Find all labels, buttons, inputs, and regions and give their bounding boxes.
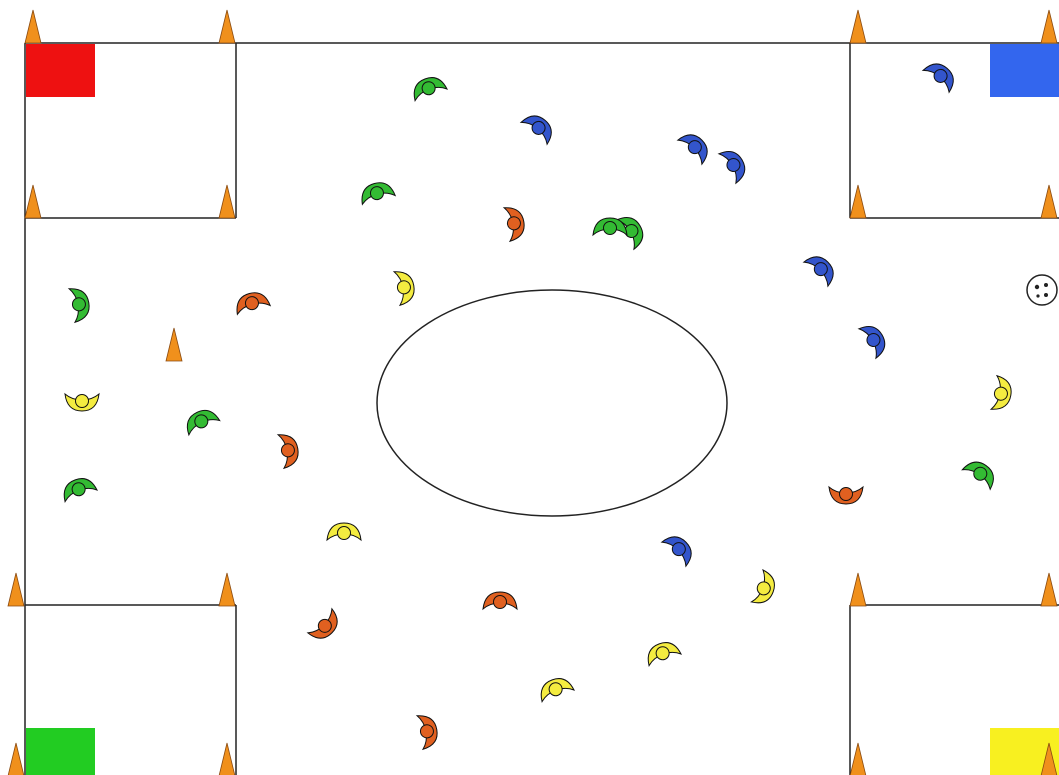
soccer-ball-icon xyxy=(1027,275,1057,305)
cone-icon xyxy=(850,573,866,606)
green-team-box xyxy=(26,728,95,775)
player-yellow-icon xyxy=(536,674,574,702)
player-orange-icon xyxy=(417,713,440,749)
player-yellow-icon xyxy=(991,376,1014,412)
cone-icon xyxy=(25,185,41,218)
player-orange-icon xyxy=(308,609,344,645)
blue-team-box xyxy=(990,44,1059,97)
player-orange-icon xyxy=(829,487,863,504)
team-boxes xyxy=(26,44,1059,775)
player-green-icon xyxy=(358,179,395,204)
cone-icon xyxy=(219,573,235,606)
player-blue-icon xyxy=(521,109,558,144)
player-blue-icon xyxy=(923,57,960,92)
player-blue-icon xyxy=(719,145,751,183)
red-team-box xyxy=(26,44,95,97)
player-green-icon xyxy=(69,286,92,322)
cone-icon xyxy=(219,10,235,43)
player-blue-icon xyxy=(662,530,698,566)
cone-icon xyxy=(166,328,182,361)
player-green-icon xyxy=(962,456,1000,489)
cone-icon xyxy=(219,743,235,775)
cone-icon xyxy=(8,743,24,775)
cone-icon xyxy=(1041,185,1057,218)
player-green-icon xyxy=(182,405,220,435)
player-blue-icon xyxy=(804,250,840,286)
cone-icon xyxy=(8,573,24,606)
player-orange-icon xyxy=(233,289,270,314)
cone-icon xyxy=(1041,10,1057,43)
player-green-icon xyxy=(409,73,447,101)
cone-icon xyxy=(850,185,866,218)
player-yellow-icon xyxy=(327,523,361,540)
player-orange-icon xyxy=(278,432,301,468)
player-blue-icon xyxy=(678,128,714,164)
player-yellow-icon xyxy=(643,638,681,666)
players xyxy=(59,57,1014,749)
player-orange-icon xyxy=(504,205,527,241)
player-blue-icon xyxy=(859,320,891,358)
player-yellow-icon xyxy=(65,394,99,411)
player-yellow-icon xyxy=(394,269,417,305)
cone-icon xyxy=(219,185,235,218)
field-lines xyxy=(25,43,1059,775)
cone-icon xyxy=(1041,573,1057,606)
player-yellow-icon xyxy=(751,570,779,608)
player-orange-icon xyxy=(483,592,517,609)
cone-icon xyxy=(850,743,866,775)
player-green-icon xyxy=(59,474,97,502)
cone-icon xyxy=(25,10,41,43)
cone-icon xyxy=(850,10,866,43)
center-oval xyxy=(377,290,727,516)
